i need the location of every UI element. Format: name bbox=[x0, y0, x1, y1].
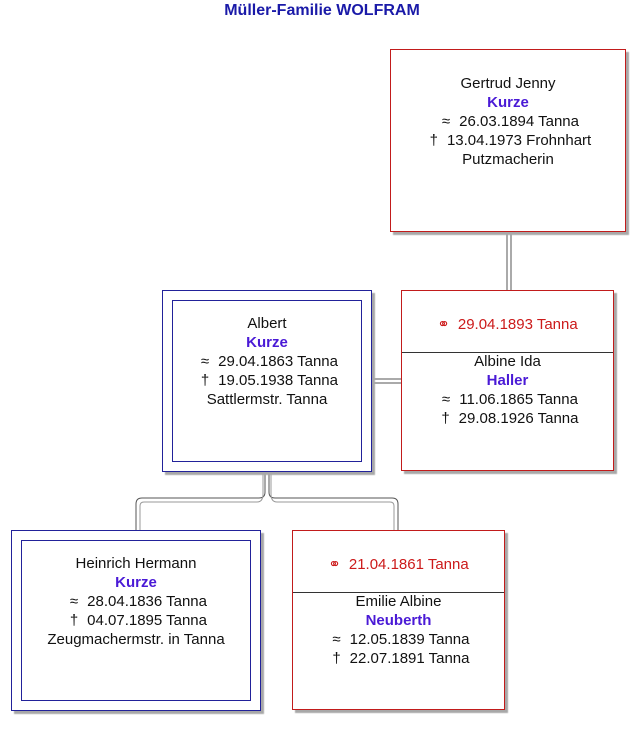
death-symbol: † bbox=[69, 612, 79, 629]
death-symbol: † bbox=[200, 372, 210, 389]
person-card-gertrud[interactable]: Gertrud Jenny Kurze ≈ 26.03.1894 Tanna †… bbox=[390, 49, 626, 232]
death-symbol: † bbox=[441, 410, 450, 427]
card-inner-frame bbox=[21, 540, 251, 701]
line-albert-to-parents-right bbox=[268, 472, 399, 530]
given-name: Albert bbox=[247, 315, 287, 332]
marriage-line: ⚭29.04.1893 Tanna bbox=[437, 316, 578, 333]
person-card-emilie[interactable]: ⚭21.04.1861 Tanna Emilie Albine Neuberth… bbox=[292, 530, 505, 710]
surname: Kurze bbox=[246, 334, 288, 351]
given-name: Albine Ida bbox=[474, 353, 541, 370]
card-divider bbox=[293, 592, 504, 593]
person-card-heinrich[interactable]: Heinrich Hermann Kurze ≈ 28.04.1836 Tann… bbox=[11, 530, 261, 711]
given-name: Gertrud Jenny bbox=[460, 75, 556, 92]
line-albert-to-parents-left bbox=[135, 472, 266, 530]
line-albert-to-parents-right-inner bbox=[270, 472, 395, 530]
marriage-rings-icon: ⚭ bbox=[328, 556, 341, 573]
person-card-albert[interactable]: Albert Kurze ≈ 29.04.1863 Tanna † 19.05.… bbox=[162, 290, 372, 472]
birth-line: ≈ 28.04.1836 Tanna bbox=[12, 592, 260, 611]
person-details: Gertrud Jenny Kurze ≈ 26.03.1894 Tanna †… bbox=[391, 74, 625, 169]
birth-line: ≈ 29.04.1863 Tanna bbox=[163, 352, 371, 371]
birth-symbol: ≈ bbox=[441, 391, 451, 408]
birth-symbol: ≈ bbox=[200, 353, 210, 370]
given-name: Emilie Albine bbox=[355, 593, 442, 610]
line-gertrud-to-parents bbox=[506, 232, 512, 291]
death-line: † 13.04.1973 Frohnhart bbox=[391, 131, 625, 150]
surname: Haller bbox=[486, 372, 529, 389]
line-albert-to-parents-left-inner bbox=[139, 472, 264, 530]
person-details: Emilie Albine Neuberth ≈ 12.05.1839 Tann… bbox=[293, 592, 504, 668]
death-line: † 22.07.1891 Tanna bbox=[293, 649, 504, 668]
card-inner-frame bbox=[172, 300, 362, 462]
given-name: Heinrich Hermann bbox=[75, 555, 197, 572]
death-symbol: † bbox=[332, 650, 341, 667]
surname: Kurze bbox=[115, 574, 157, 591]
death-line: † 19.05.1938 Tanna bbox=[163, 371, 371, 390]
surname: Neuberth bbox=[365, 612, 432, 629]
card-divider bbox=[402, 352, 613, 353]
marriage-rings-icon: ⚭ bbox=[437, 316, 450, 333]
person-details: Albine Ida Haller ≈ 11.06.1865 Tanna † 2… bbox=[402, 352, 613, 428]
line-couple-link bbox=[372, 378, 402, 384]
birth-line: ≈ 26.03.1894 Tanna bbox=[391, 112, 625, 131]
birth-line: ≈ 11.06.1865 Tanna bbox=[402, 390, 613, 409]
death-line: † 29.08.1926 Tanna bbox=[402, 409, 613, 428]
occupation: Putzmacherin bbox=[462, 151, 554, 168]
person-card-albine[interactable]: ⚭29.04.1893 Tanna Albine Ida Haller ≈ 11… bbox=[401, 290, 614, 471]
birth-symbol: ≈ bbox=[69, 593, 79, 610]
chart-title: Müller-Familie WOLFRAM bbox=[224, 2, 420, 19]
person-details: Albert Kurze ≈ 29.04.1863 Tanna † 19.05.… bbox=[163, 314, 371, 409]
death-line: † 04.07.1895 Tanna bbox=[12, 611, 260, 630]
birth-symbol: ≈ bbox=[332, 631, 341, 648]
person-details: Heinrich Hermann Kurze ≈ 28.04.1836 Tann… bbox=[12, 554, 260, 649]
surname: Kurze bbox=[487, 94, 529, 111]
occupation: Zeugmachermstr. in Tanna bbox=[47, 631, 225, 648]
birth-symbol: ≈ bbox=[441, 113, 451, 130]
death-symbol: † bbox=[429, 132, 438, 149]
birth-line: ≈ 12.05.1839 Tanna bbox=[293, 630, 504, 649]
occupation: Sattlermstr. Tanna bbox=[206, 391, 328, 408]
marriage-line: ⚭21.04.1861 Tanna bbox=[328, 556, 469, 573]
